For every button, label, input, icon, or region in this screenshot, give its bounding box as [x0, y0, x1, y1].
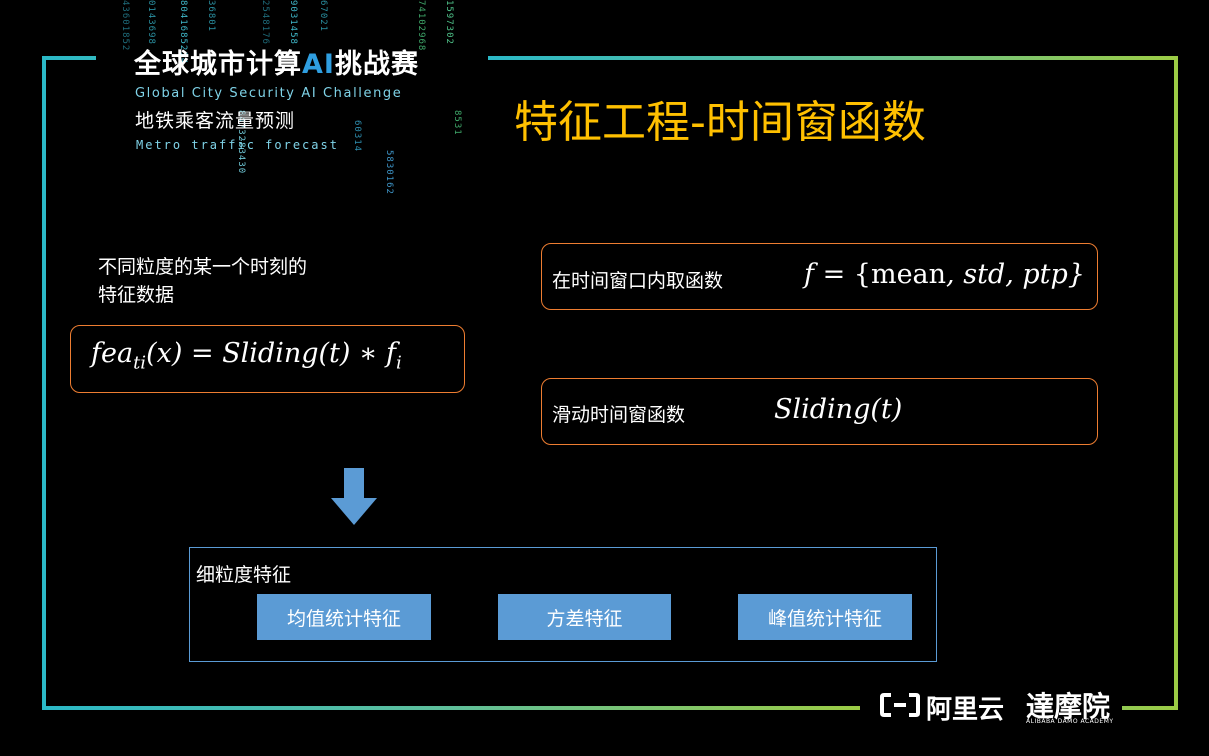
window-function-formula: f = {mean, std, ptp} — [804, 259, 1085, 290]
variance-feature: 方差特征 — [498, 594, 671, 640]
sliding-window-formula: Sliding(t) — [774, 394, 903, 425]
window-function-label: 在时间窗口内取函数 — [552, 270, 724, 292]
damo-academy-text: 達摩院 — [1026, 690, 1111, 723]
fine-grained-feature-group — [189, 547, 937, 662]
feature-formula: feati(x) = Sliding(t) ∗ fi — [91, 338, 402, 374]
mean-stat-feature: 均值统计特征 — [257, 594, 431, 640]
caption-line-1: 不同粒度的某一个时刻的 — [98, 256, 308, 278]
damo-academy-en: ALIBABA DAMO ACADEMY — [1026, 718, 1114, 725]
fine-grained-feature-label: 细粒度特征 — [196, 564, 292, 586]
aliyun-logo-icon — [880, 693, 920, 717]
competition-subtitle: 地铁乘客流量预测 — [135, 110, 296, 132]
competition-title-en: Global City Security AI Challenge — [135, 86, 403, 101]
peak-stat-feature: 峰值统计特征 — [738, 594, 912, 640]
aliyun-brand-text: 阿里云 — [926, 695, 1005, 725]
slide-title: 特征工程-时间窗函数 — [514, 97, 926, 148]
down-arrow-icon — [331, 468, 377, 525]
sliding-window-box: 滑动时间窗函数 Sliding(t) — [541, 378, 1098, 445]
feature-formula-box: feati(x) = Sliding(t) ∗ fi — [70, 325, 465, 393]
caption-line-2: 特征数据 — [98, 284, 175, 306]
sliding-window-label: 滑动时间窗函数 — [552, 404, 686, 426]
competition-title: 全球城市计算AI挑战赛 — [134, 49, 419, 80]
window-function-box: 在时间窗口内取函数 f = {mean, std, ptp} — [541, 243, 1098, 310]
footer-brand: 阿里云 達摩院 ALIBABA DAMO ACADEMY — [880, 686, 1113, 726]
competition-subtitle-en: Metro traffic forecast — [136, 138, 339, 152]
competition-title-ai: AI — [302, 49, 335, 80]
